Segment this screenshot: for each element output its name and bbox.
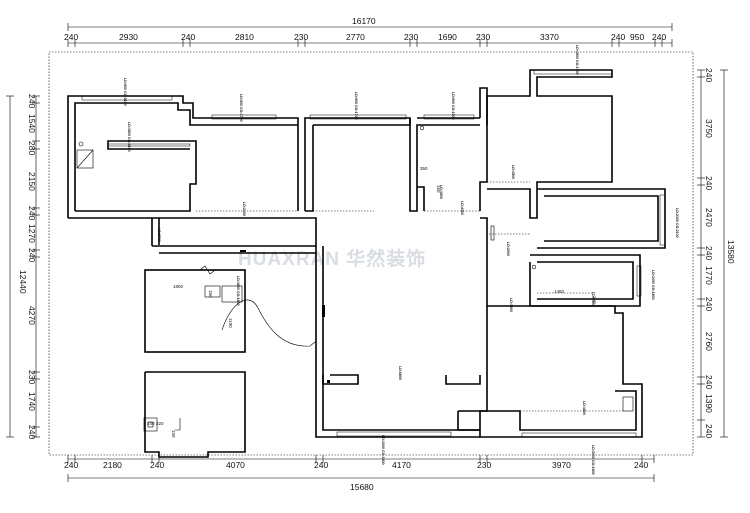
- outer-dashed-frame: [48, 51, 694, 456]
- bottom-seg-3: 4070: [226, 460, 245, 470]
- bottom-seg-0: 240: [64, 460, 78, 470]
- bottom-seg-5: 4170: [392, 460, 411, 470]
- dim-1100: 1100: [228, 318, 233, 328]
- right-seg-6: 240: [704, 297, 714, 311]
- bottom-dimension-chain: 240 2180 240 4070 240 4170 230 3970 240 …: [64, 455, 655, 492]
- tag-7: LD:1000 CG:1800: [651, 270, 655, 300]
- left-seg-3: 2150: [27, 172, 37, 191]
- bottom-seg-4: 240: [314, 460, 328, 470]
- left-dimension-chain: 12440 240 1540 280 2150 240 1270 240 427…: [6, 94, 40, 439]
- tag-6: LD:2100 CG:2100: [675, 208, 679, 238]
- right-total-dim: 13580: [726, 240, 736, 264]
- left-seg-7: 4270: [27, 306, 37, 325]
- tag-8: LD:1000 CG:1800: [381, 435, 385, 465]
- watermark-text: HUAXRAN 华然装饰: [238, 247, 426, 270]
- bottom-total-dim: 15680: [350, 482, 374, 492]
- dim-1800: 1800: [173, 284, 184, 289]
- right-dimension-chain: 240 3750 240 2470 240 1770 240 2760 240 …: [697, 68, 736, 438]
- bottom-seg-6: 230: [477, 460, 491, 470]
- tag-12: LD:2000: [506, 242, 510, 256]
- top-seg-4: 230: [294, 32, 308, 42]
- tag-13: LD:6800: [398, 366, 402, 380]
- left-total-dim: 12440: [18, 270, 28, 294]
- left-seg-9: 1740: [27, 392, 37, 411]
- tag-16: LD:1500: [511, 165, 515, 179]
- top-seg-11: 950: [630, 32, 644, 42]
- bottom-seg-7: 3970: [552, 460, 571, 470]
- right-seg-0: 240: [704, 68, 714, 82]
- top-seg-6: 230: [404, 32, 418, 42]
- tag-9: LD:3000 CG:1800: [591, 445, 595, 475]
- dim-240: 240: [147, 421, 155, 426]
- tag-0: LD:900 CG:2100: [123, 78, 127, 106]
- right-seg-9: 1390: [704, 394, 714, 413]
- door-openings: [158, 181, 623, 412]
- top-seg-10: 240: [611, 32, 625, 42]
- right-seg-5: 1770: [704, 266, 714, 285]
- tag-18: LD:1800: [582, 401, 586, 415]
- top-seg-1: 2930: [119, 32, 138, 42]
- tag-11: LD:2700: [157, 228, 161, 242]
- top-seg-5: 2770: [346, 32, 365, 42]
- top-seg-3: 2810: [235, 32, 254, 42]
- top-dimension-chain: 16170 240 2930 240 2810 230 2770 230 169…: [64, 16, 673, 47]
- right-seg-10: 240: [704, 424, 714, 438]
- bottom-seg-2: 240: [150, 460, 164, 470]
- bottom-seg-8: 240: [634, 460, 648, 470]
- right-seg-7: 2760: [704, 332, 714, 351]
- top-seg-9: 3370: [540, 32, 559, 42]
- dim-1450: 1450: [554, 289, 565, 294]
- top-seg-12: 240: [652, 32, 666, 42]
- top-seg-0: 240: [64, 32, 78, 42]
- left-seg-8: 230: [27, 370, 37, 384]
- right-seg-1: 3750: [704, 119, 714, 138]
- tag-2: LD:900 CG:1700: [239, 94, 243, 122]
- fixture-markers: [76, 125, 634, 412]
- top-seg-2: 240: [181, 32, 195, 42]
- left-seg-2: 280: [27, 141, 37, 155]
- tag-19: LD:1500: [439, 185, 443, 199]
- right-seg-8: 240: [704, 375, 714, 389]
- bottom-seg-1: 2180: [103, 460, 122, 470]
- left-seg-10: 240: [27, 425, 37, 439]
- tag-5: LD:1500 CG:1700: [575, 45, 579, 75]
- dim-320: 320: [156, 421, 164, 426]
- tag-14: LD:2100: [242, 202, 246, 216]
- left-seg-1: 1540: [27, 114, 37, 133]
- left-seg-4: 240: [27, 206, 37, 220]
- dim-150-a: 150: [171, 430, 176, 438]
- tag-15: LD:4300: [460, 201, 464, 215]
- left-seg-6: 240: [27, 248, 37, 262]
- top-seg-8: 230: [476, 32, 490, 42]
- tag-3: LD:900 CG:1700: [354, 92, 358, 120]
- right-seg-4: 240: [704, 246, 714, 260]
- right-seg-2: 240: [704, 176, 714, 190]
- opening-tags: LD:900 CG:2100 LD:1500 CG:2100 LD:900 CG…: [123, 45, 679, 475]
- top-total-dim: 16170: [352, 16, 376, 26]
- tag-4: LD:900 CG:1900: [451, 92, 455, 120]
- tag-10: LD:1800 CG:1800: [236, 276, 240, 306]
- left-seg-5: 1270: [27, 224, 37, 243]
- dim-150-d: 150: [592, 296, 597, 304]
- dim-150-c: 150: [436, 185, 441, 193]
- top-seg-7: 1690: [438, 32, 457, 42]
- window-marks: [81, 69, 666, 438]
- left-seg-0: 240: [27, 94, 37, 108]
- tag-1: LD:1500 CG:2100: [127, 122, 131, 152]
- tag-20: LD:2100: [591, 292, 595, 306]
- right-seg-3: 2470: [704, 208, 714, 227]
- dim-150-b: 150: [208, 290, 213, 298]
- dim-350: 350: [420, 166, 428, 171]
- tag-17: LD:1500: [509, 298, 513, 312]
